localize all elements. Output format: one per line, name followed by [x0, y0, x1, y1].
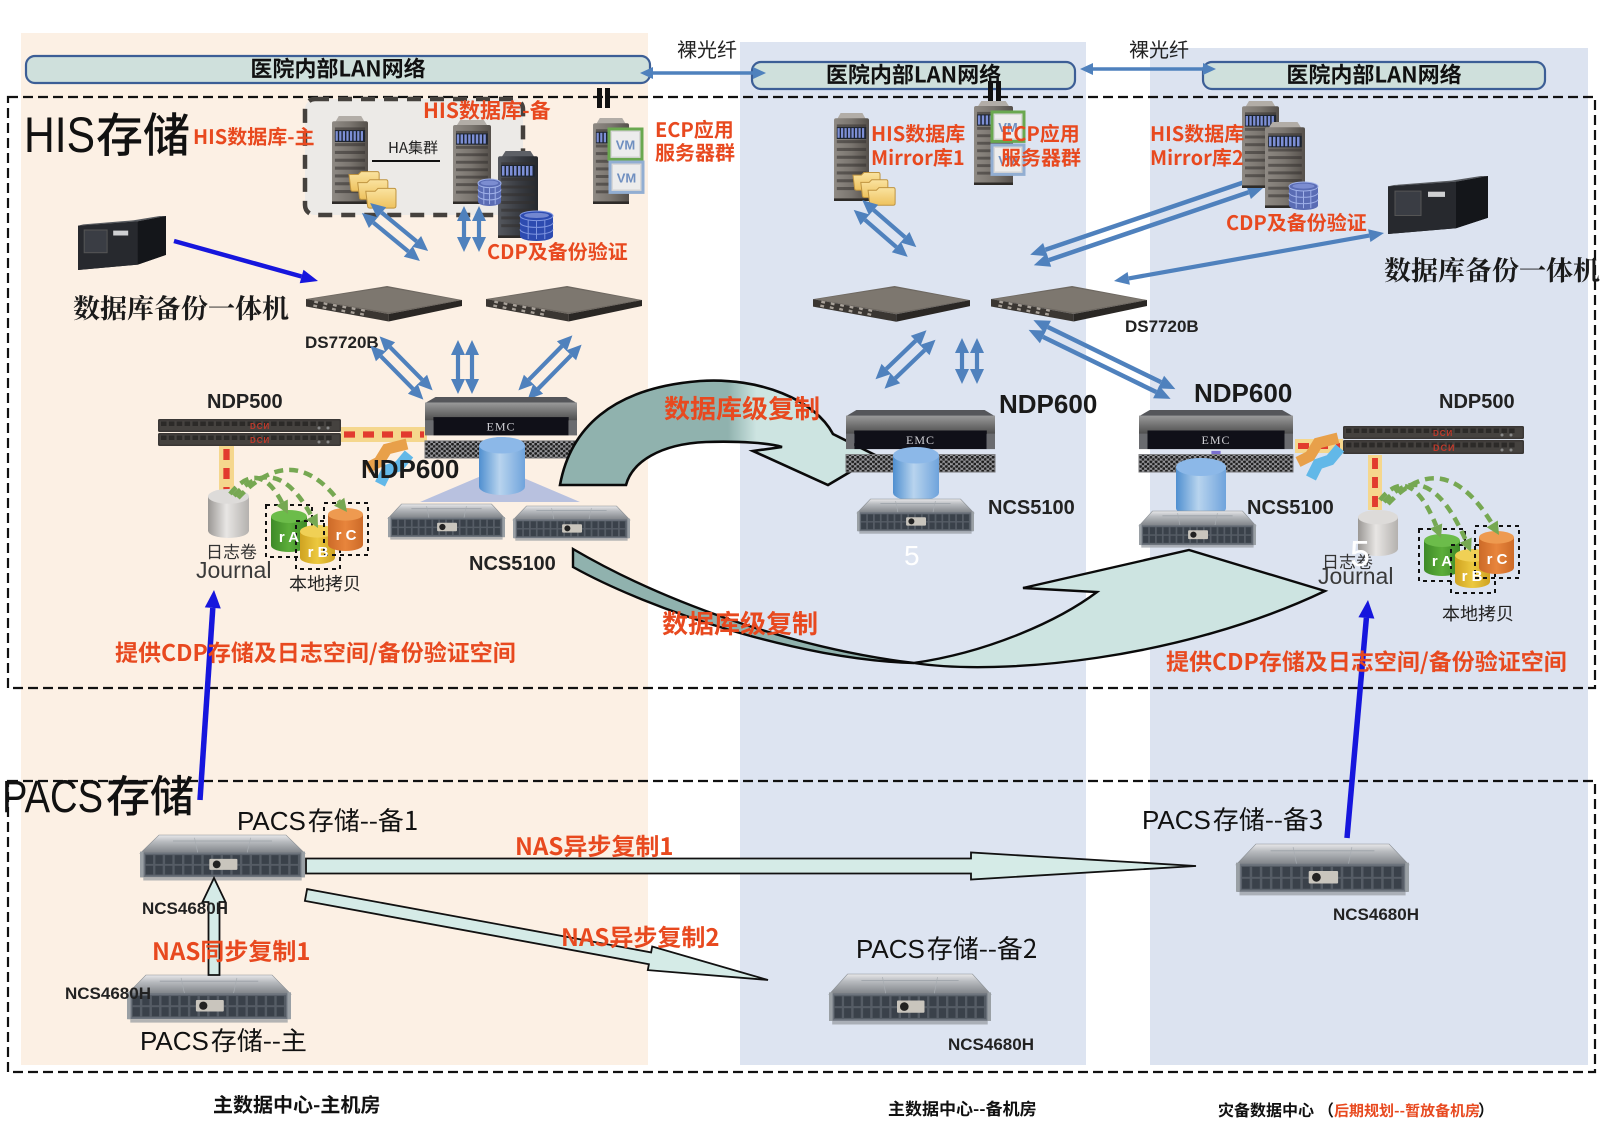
svg-text:r A: r A — [279, 529, 299, 546]
svg-text:r B: r B — [308, 544, 329, 561]
svg-text:DCИ: DCИ — [1433, 429, 1453, 438]
svg-text:EMC: EMC — [906, 433, 935, 447]
svg-text:PACS: PACS — [237, 806, 306, 836]
svg-text:PACS: PACS — [856, 934, 925, 964]
svg-text:NDP600: NDP600 — [1194, 378, 1292, 408]
svg-text:HIS: HIS — [24, 107, 95, 163]
svg-text:NCS5100: NCS5100 — [469, 553, 556, 575]
svg-text:VM: VM — [616, 138, 636, 153]
svg-text:EMC: EMC — [486, 420, 515, 434]
svg-text:DCИ: DCИ — [250, 436, 270, 445]
svg-text:PACS: PACS — [1142, 805, 1211, 835]
svg-text:VM: VM — [617, 171, 637, 186]
svg-text:r C: r C — [1487, 551, 1508, 568]
svg-text:NCS5100: NCS5100 — [988, 497, 1075, 519]
svg-text:Journal: Journal — [196, 557, 271, 583]
svg-text:5: 5 — [1350, 533, 1370, 574]
svg-text:r A: r A — [1432, 553, 1452, 570]
svg-text:NDP500: NDP500 — [1439, 391, 1515, 413]
svg-text:NDP600: NDP600 — [999, 389, 1097, 419]
svg-text:5: 5 — [904, 540, 920, 571]
svg-text:r C: r C — [336, 527, 357, 544]
svg-text:PACS: PACS — [2, 771, 103, 822]
svg-text:NCS4680H: NCS4680H — [948, 1035, 1034, 1054]
svg-text:NCS4680H: NCS4680H — [142, 899, 228, 918]
svg-text:NCS4680H: NCS4680H — [65, 984, 151, 1003]
svg-text:r B: r B — [1462, 568, 1483, 585]
svg-text:DS7720B: DS7720B — [305, 333, 379, 352]
svg-text:DS7720B: DS7720B — [1125, 317, 1199, 336]
svg-text:Journal: Journal — [1318, 563, 1393, 589]
svg-text:PACS: PACS — [140, 1026, 209, 1056]
svg-text:NDP500: NDP500 — [207, 391, 283, 413]
svg-text:NCS4680H: NCS4680H — [1333, 905, 1419, 924]
svg-text:DCИ: DCИ — [1433, 443, 1455, 453]
svg-text:DCИ: DCИ — [250, 422, 270, 431]
svg-text:NCS5100: NCS5100 — [1247, 497, 1334, 519]
svg-text:EMC: EMC — [1201, 433, 1230, 447]
svg-text:NDP600: NDP600 — [361, 454, 459, 484]
